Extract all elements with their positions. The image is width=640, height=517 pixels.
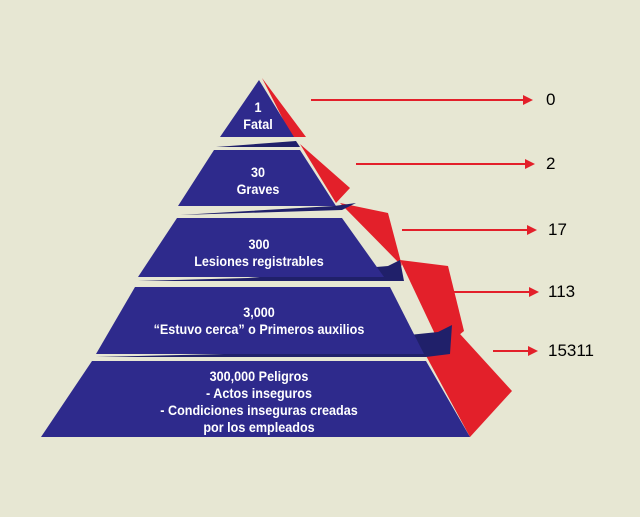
tier-1-line-1: 1	[254, 99, 262, 115]
tier-5-line-3: - Condiciones inseguras creadas	[160, 402, 358, 418]
tier-top-3	[180, 203, 356, 215]
tier-face-5	[41, 361, 470, 437]
tier-3-line-1: 300	[248, 236, 270, 252]
tier-1-line-2: Fatal	[243, 116, 273, 132]
count-label-2: 2	[546, 154, 556, 173]
tier-face-4	[96, 287, 424, 354]
tier-face-3	[138, 218, 384, 277]
tier-side-3	[340, 203, 402, 266]
tier-3-line-2: Lesiones registrables	[194, 253, 324, 269]
tier-label-5: 300,000 Peligros - Actos inseguros - Con…	[116, 368, 402, 436]
tier-label-3: 300 Lesiones registrables	[161, 236, 357, 270]
tier-2-line-1: 30	[250, 164, 266, 180]
tier-side-2	[300, 144, 350, 203]
tier-top-2	[216, 141, 300, 147]
tier-4-line-2: “Estuvo cerca” o Primeros auxilios	[153, 321, 365, 337]
tier-4-line-1: 3,000	[243, 304, 275, 320]
tier-face-2	[178, 150, 336, 206]
count-label-5: 15311	[548, 341, 595, 360]
count-label-1: 0	[546, 90, 556, 109]
tier-5-line-1: 300,000 Peligros	[209, 368, 309, 384]
tier-label-1: 1 Fatal	[226, 99, 291, 133]
count-label-4: 113	[548, 282, 576, 301]
tier-label-2: 30 Graves	[206, 164, 310, 198]
tier-side-1	[262, 78, 306, 137]
tier-2-line-2: Graves	[236, 181, 280, 197]
tier-face-1	[220, 80, 294, 137]
tier-5-line-2: - Actos inseguros	[206, 385, 312, 401]
tier-label-4: 3,000 “Estuvo cerca” o Primeros auxilios	[116, 304, 402, 338]
count-label-3: 17	[548, 220, 567, 239]
tier-5-line-4: por los empleados	[203, 419, 315, 435]
